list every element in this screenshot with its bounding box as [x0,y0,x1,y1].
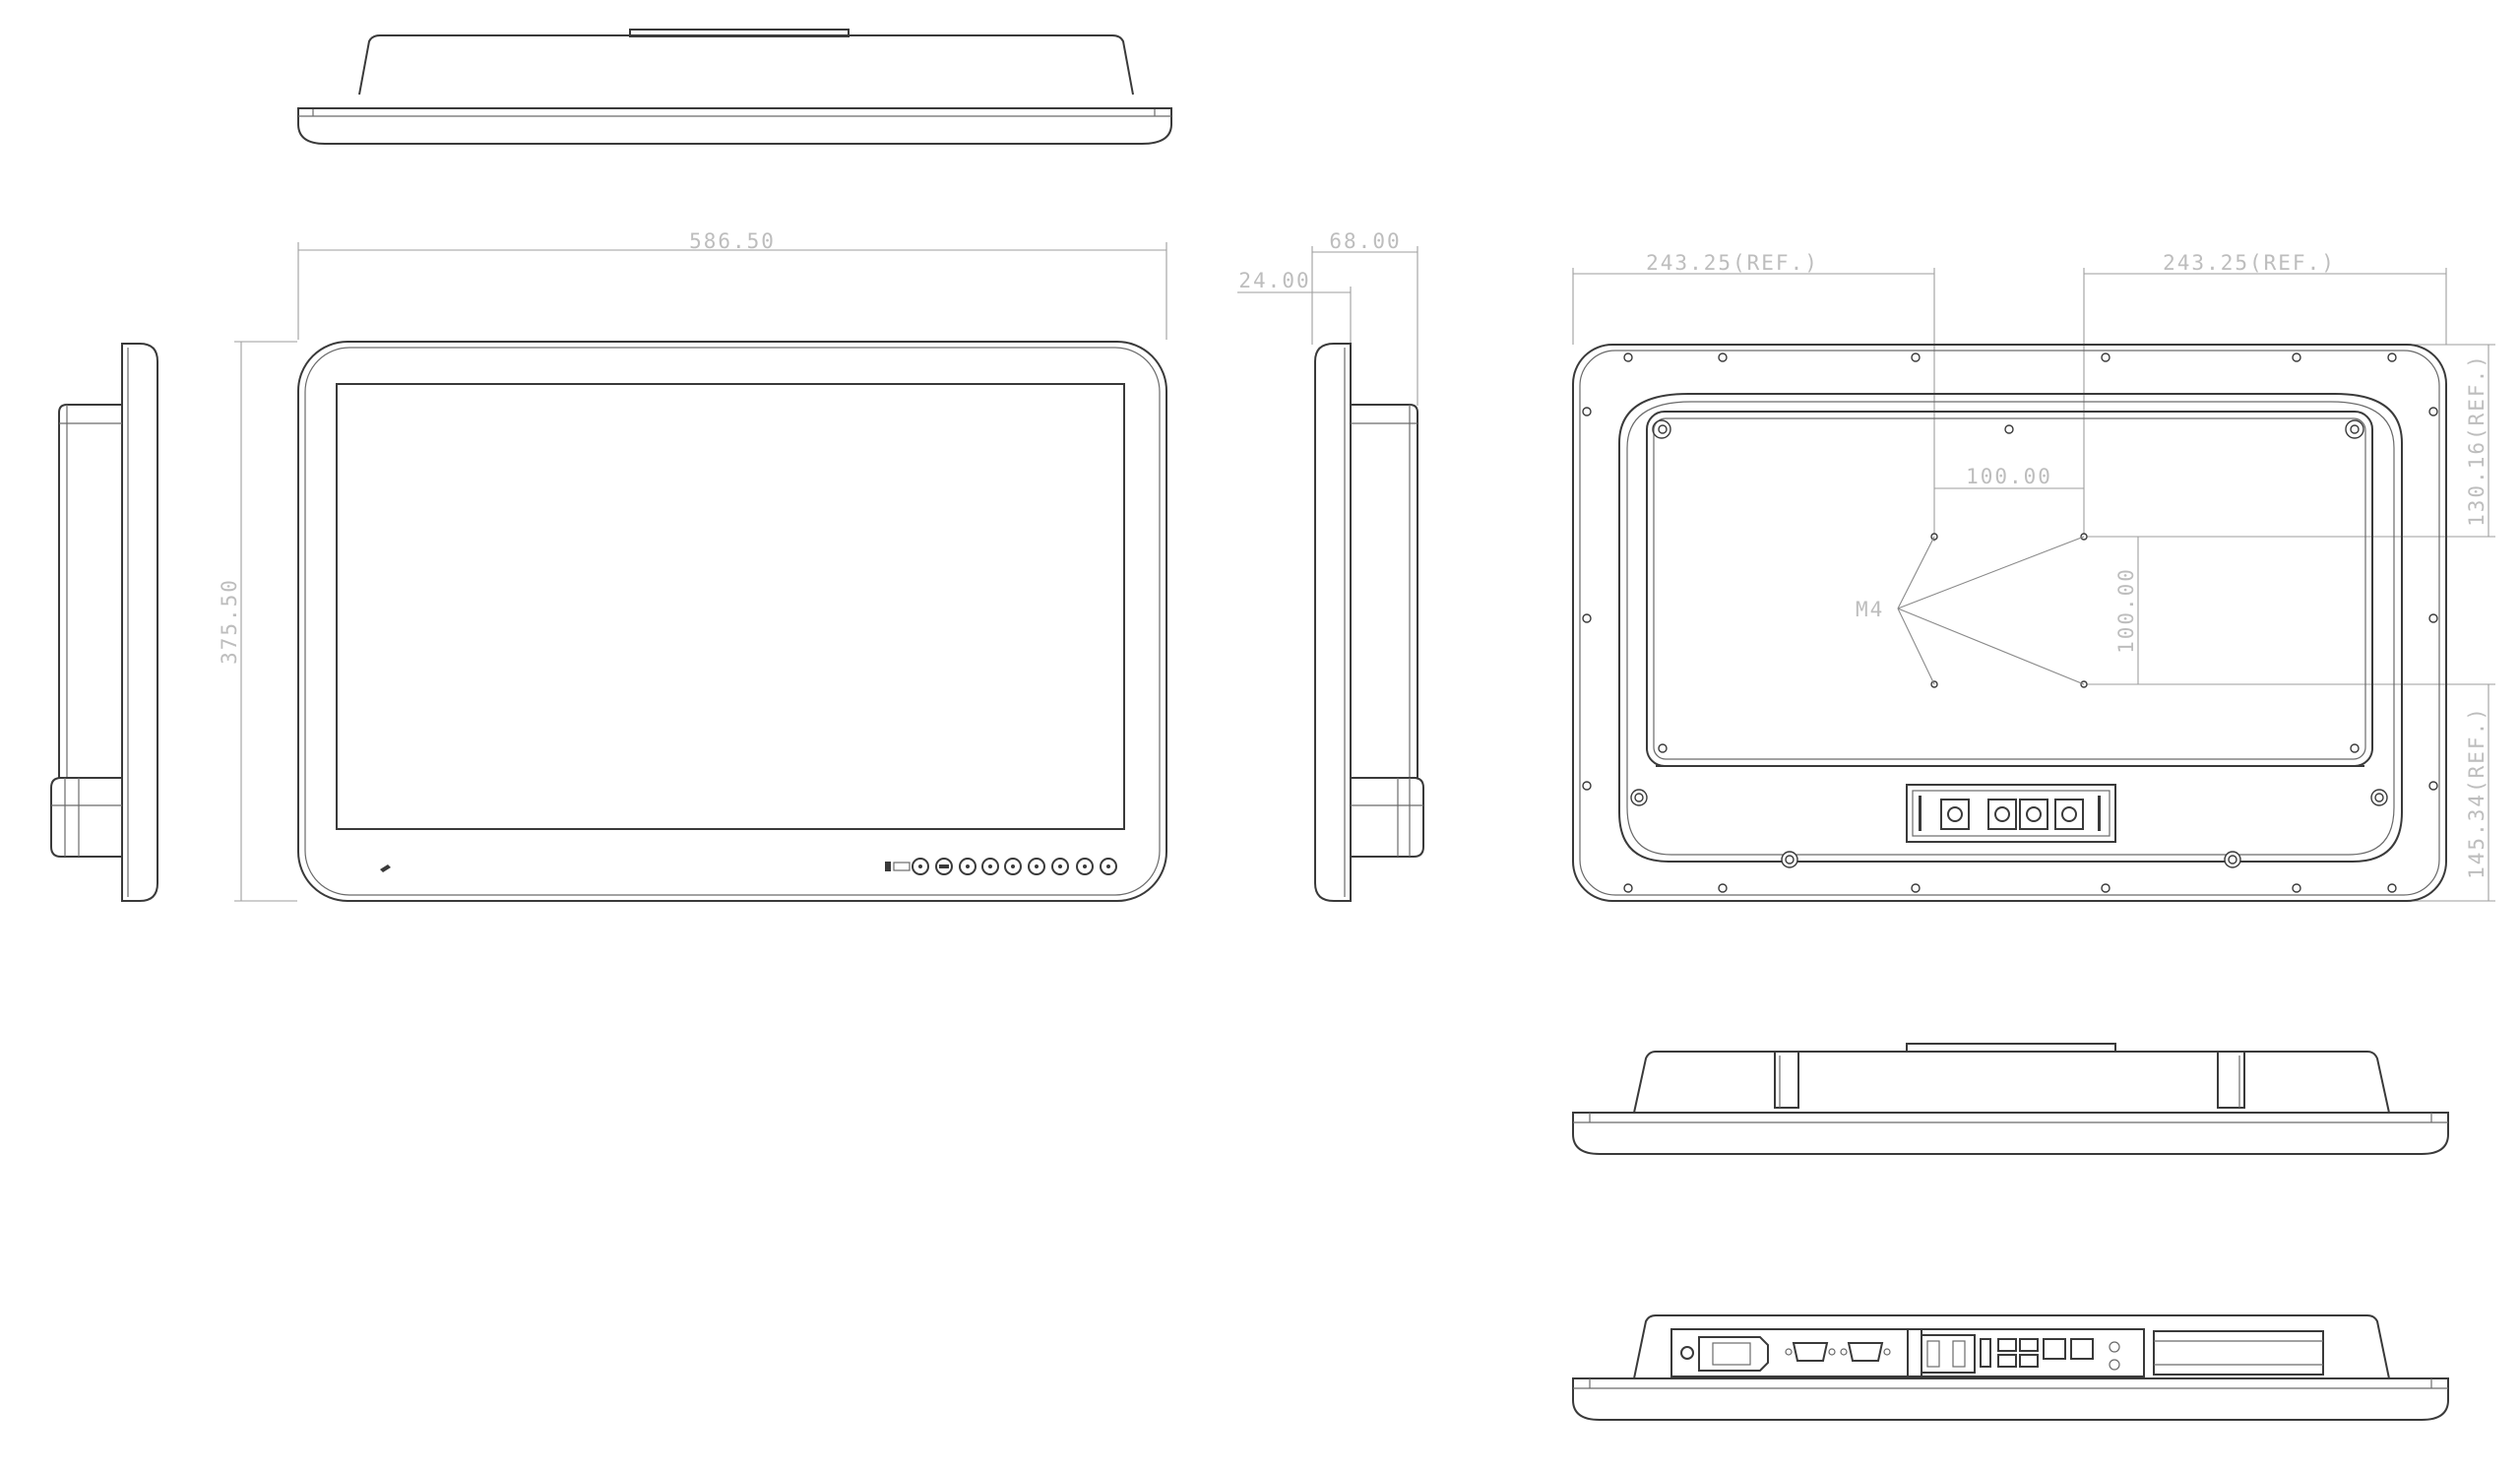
left-side-view [50,343,158,902]
contrast-icon[interactable] [1004,858,1022,875]
front-button-row [885,858,1117,875]
screw-spec-label: M4 [1856,598,1884,621]
rear-left-ref-dimension: 243.25(REF.) [1646,251,1819,275]
function-icon[interactable] [1100,858,1117,875]
mute-icon[interactable] [1051,858,1069,875]
menu-icon[interactable] [935,858,953,875]
front-height-dimension: 375.50 [218,578,241,665]
top-view [297,29,1172,145]
rear-view: 243.25(REF.) 243.25(REF.) 130.16(REF.) 1… [1572,251,2495,902]
front-width-dimension: 586.50 [689,229,776,253]
volume-icon[interactable] [1028,858,1045,875]
side-bezel-depth-dimension: 24.00 [1238,269,1310,292]
front-view: 586.50 375.50 [218,229,1167,902]
side-total-depth-dimension: 68.00 [1329,229,1401,253]
vesa-vertical-dimension: 100.00 [2114,567,2138,654]
rear-upper-ref-dimension: 130.16(REF.) [2465,353,2488,527]
bottom-view [1572,1043,2449,1155]
source-icon[interactable] [959,858,976,875]
brightness-icon[interactable] [981,858,999,875]
right-side-view: 68.00 24.00 [1237,229,1424,902]
io-view [1572,1314,2449,1421]
rear-lower-ref-dimension: 145.34(REF.) [2465,706,2488,879]
vesa-horizontal-dimension: 100.00 [1966,465,2052,488]
perimeter-screws [1582,352,2438,893]
picture-icon[interactable] [1076,858,1094,875]
power-icon[interactable] [912,858,929,875]
rear-right-ref-dimension: 243.25(REF.) [2163,251,2336,275]
